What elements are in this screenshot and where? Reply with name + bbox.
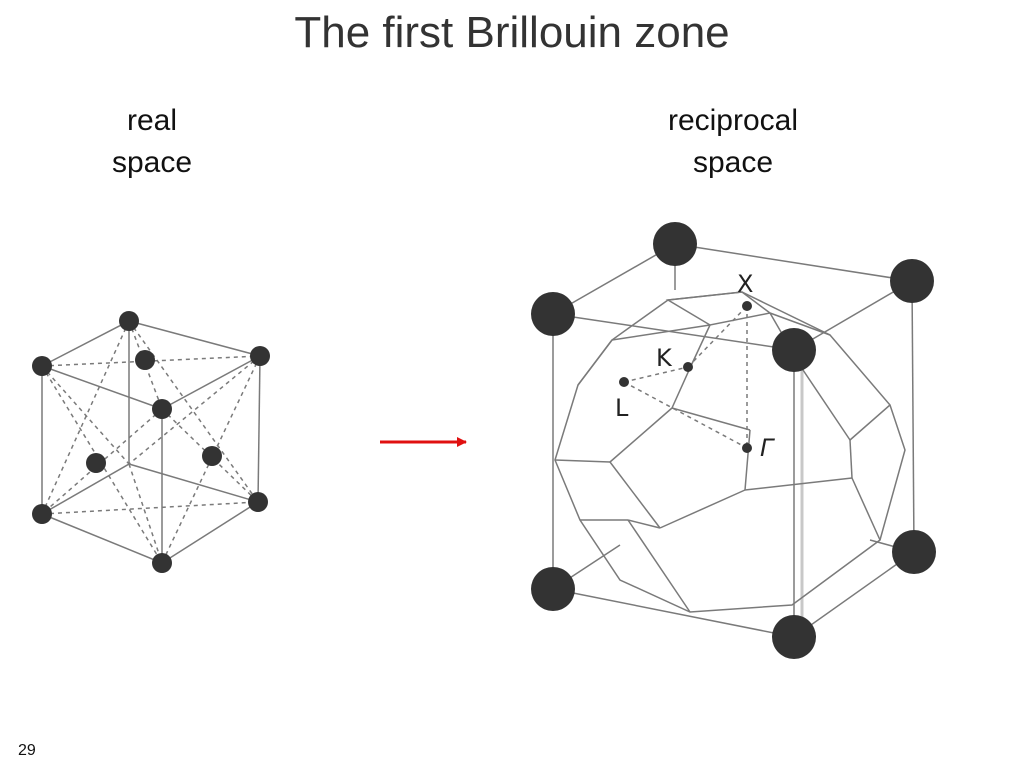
atom (531, 567, 575, 611)
atom (32, 356, 52, 376)
atom (119, 311, 139, 331)
l-point (619, 377, 629, 387)
k-point-label: K (656, 344, 673, 372)
reciprocal-space-label-line2: space (692, 146, 774, 179)
fcc-cube-edges (41, 320, 261, 564)
reciprocal-space-label-line1: reciprocal (667, 104, 799, 137)
atom (86, 453, 106, 473)
atom (772, 615, 816, 659)
k-point (683, 362, 693, 372)
atom (202, 446, 222, 466)
l-point-label: L (615, 394, 629, 422)
atom (531, 292, 575, 336)
real-space-label-line2: space (111, 146, 193, 179)
atom (892, 530, 936, 574)
atom (32, 504, 52, 524)
symmetry-points: X K L Γ (615, 270, 775, 462)
fcc-unit-cell (32, 311, 270, 573)
gamma-point (742, 443, 752, 453)
bcc-cube-edges (552, 243, 915, 638)
atom (772, 328, 816, 372)
atom (135, 350, 155, 370)
atom (653, 222, 697, 266)
atom (890, 259, 934, 303)
real-space-label: real space (62, 100, 242, 184)
atom (152, 399, 172, 419)
bcc-atoms (531, 222, 936, 659)
x-point (742, 301, 752, 311)
fcc-atoms (32, 311, 270, 573)
atom (250, 346, 270, 366)
brillouin-zone (554, 291, 906, 613)
real-space-label-line1: real (126, 104, 178, 137)
gamma-point-label: Γ (760, 434, 775, 462)
symmetry-paths (623, 305, 748, 449)
atom (248, 492, 268, 512)
slide-title: The first Brillouin zone (294, 8, 730, 57)
reciprocal-space-label: reciprocal space (623, 100, 843, 184)
bcc-reciprocal-lattice: X K L Γ (531, 222, 936, 659)
atom (152, 553, 172, 573)
page-number: 29 (18, 742, 36, 759)
x-point-label: X (737, 270, 753, 298)
